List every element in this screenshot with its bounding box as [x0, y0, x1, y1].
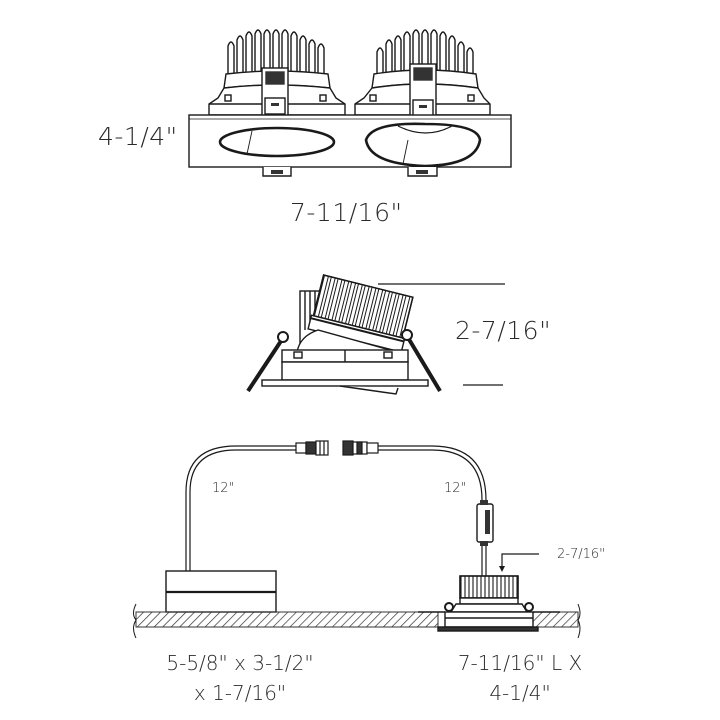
fixture-dims-line1: 7-11/16" L X — [457, 651, 583, 675]
cable-left-length-label: 12" — [212, 481, 235, 496]
cable-right — [378, 445, 487, 501]
cable-left — [185, 445, 296, 571]
cable-connector-right — [342, 440, 379, 456]
installed-fixture — [418, 575, 560, 632]
side-view-height-label: 2-7/16" — [455, 316, 552, 345]
ceiling-right — [527, 611, 579, 628]
right-heatsink — [354, 29, 491, 117]
driver-box-dims-line1: 5-5/8" x 3-1/2" — [166, 651, 314, 675]
driver-box-dimensions: 5-5/8" x 3-1/2" x 1-7/16" — [140, 653, 340, 703]
fixture-dimensions: 7-11/16" L X 4-1/4" — [430, 653, 610, 703]
top-view-fixture — [188, 29, 512, 177]
right-aperture — [364, 122, 482, 168]
ceiling-left — [135, 611, 439, 628]
installation-view — [133, 440, 581, 639]
top-view-height-label: 4-1/4" — [98, 122, 178, 151]
top-view-width-label: 7-11/16" — [290, 198, 403, 227]
driver-box-dims-line2: x 1-7/16" — [193, 681, 287, 705]
cable-right-length-label: 12" — [444, 481, 467, 496]
left-aperture — [218, 126, 336, 158]
side-view-fixture — [246, 274, 505, 395]
cable-connector-left — [295, 440, 329, 456]
fixture-dims-line2: 4-1/4" — [489, 681, 551, 705]
left-heatsink — [208, 29, 346, 117]
height-pointer-arrow — [501, 553, 539, 570]
fixture-height-label: 2-7/16" — [557, 547, 606, 562]
